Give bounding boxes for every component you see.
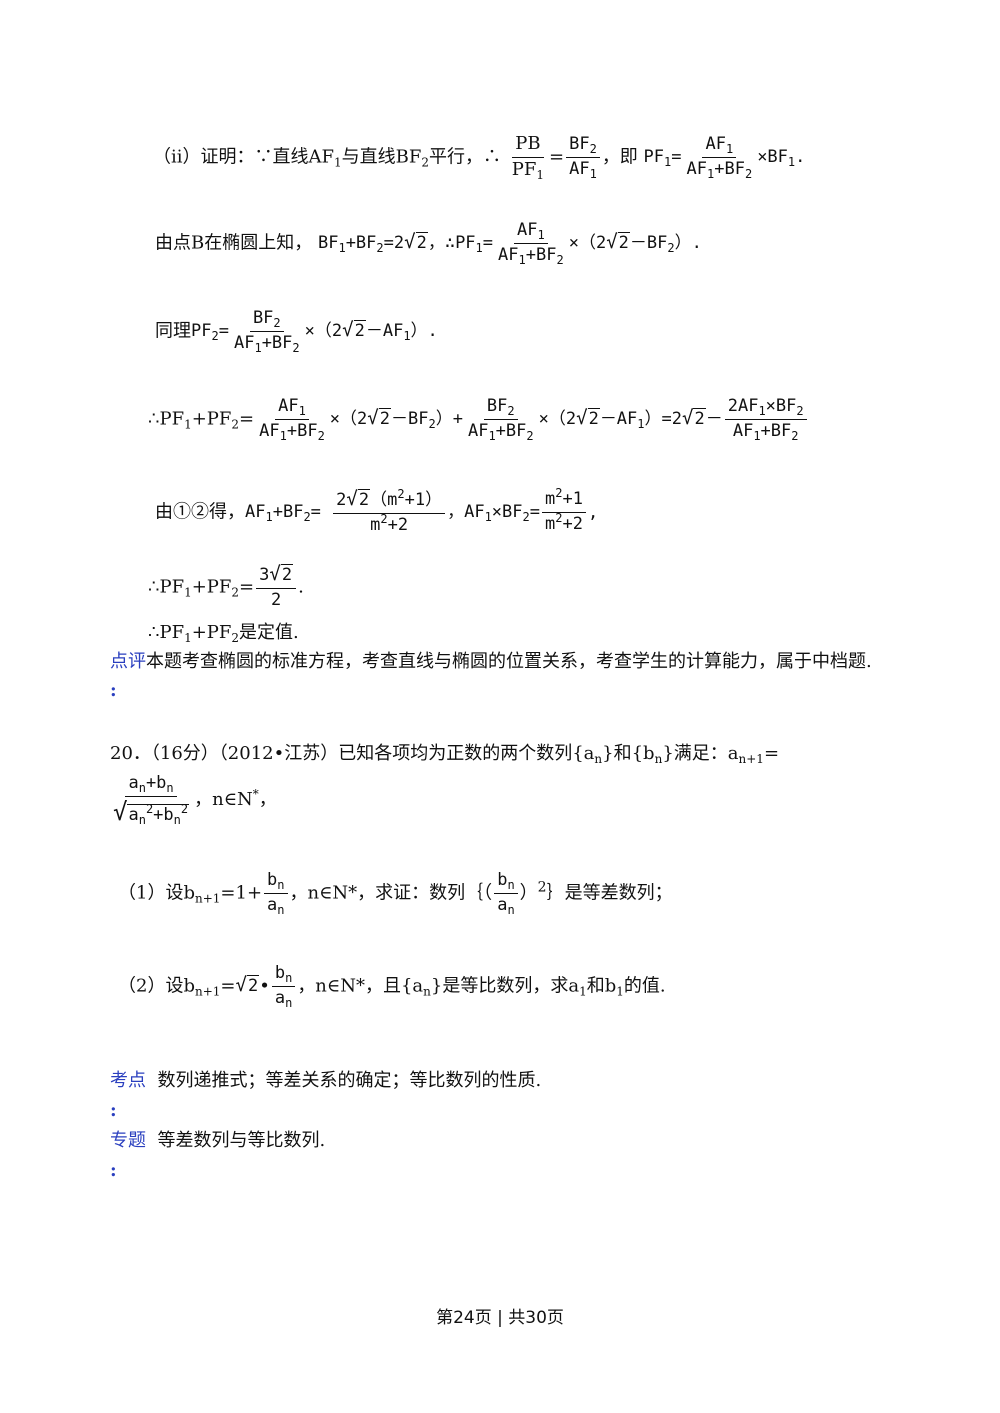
zhuanti-text: 等差数列与等比数列. <box>157 1130 326 1151</box>
review-label: 点评 <box>110 651 146 672</box>
kaodian-row: 考点 数列递推式；等差关系的确定；等比数列的性质. <box>110 1072 541 1090</box>
line-from-1-2: 由①②得，AF1+BF2= 2√2（m2+1）m2+2，AF1×BF2=m2+1… <box>155 486 599 535</box>
review-colon: : <box>110 680 117 701</box>
line-constant: ∴PF1+PF2是定值. <box>148 622 299 645</box>
zhuanti-colon: : <box>110 1160 117 1181</box>
review-row: 点评本题考查椭圆的标准方程，考查直线与椭圆的位置关系，考查学生的计算能力，属于中… <box>110 653 872 671</box>
zhuanti-row: 专题 等差数列与等比数列. <box>110 1132 325 1150</box>
zhuanti-label: 专题 <box>110 1130 146 1151</box>
review-text: 本题考查椭圆的标准方程，考查直线与椭圆的位置关系，考查学生的计算能力，属于中档题… <box>146 651 872 672</box>
problem-20-head: 20．（16分）（2012•江苏）已知各项均为正数的两个数列{an}和{bn}满… <box>110 743 780 766</box>
page-footer: 第24页 | 共30页 <box>0 1310 1000 1327</box>
kaodian-colon: : <box>110 1100 117 1121</box>
kaodian-label: 考点 <box>110 1070 146 1091</box>
footer-total: 共30页 <box>508 1308 564 1328</box>
problem-20-formula: an+bn√an2+bn2，n∈N*， <box>113 773 277 827</box>
footer-sep: | <box>497 1308 503 1328</box>
kaodian-text: 数列递推式；等差关系的确定；等比数列的性质. <box>157 1070 542 1091</box>
footer-page: 第24页 <box>436 1308 492 1328</box>
